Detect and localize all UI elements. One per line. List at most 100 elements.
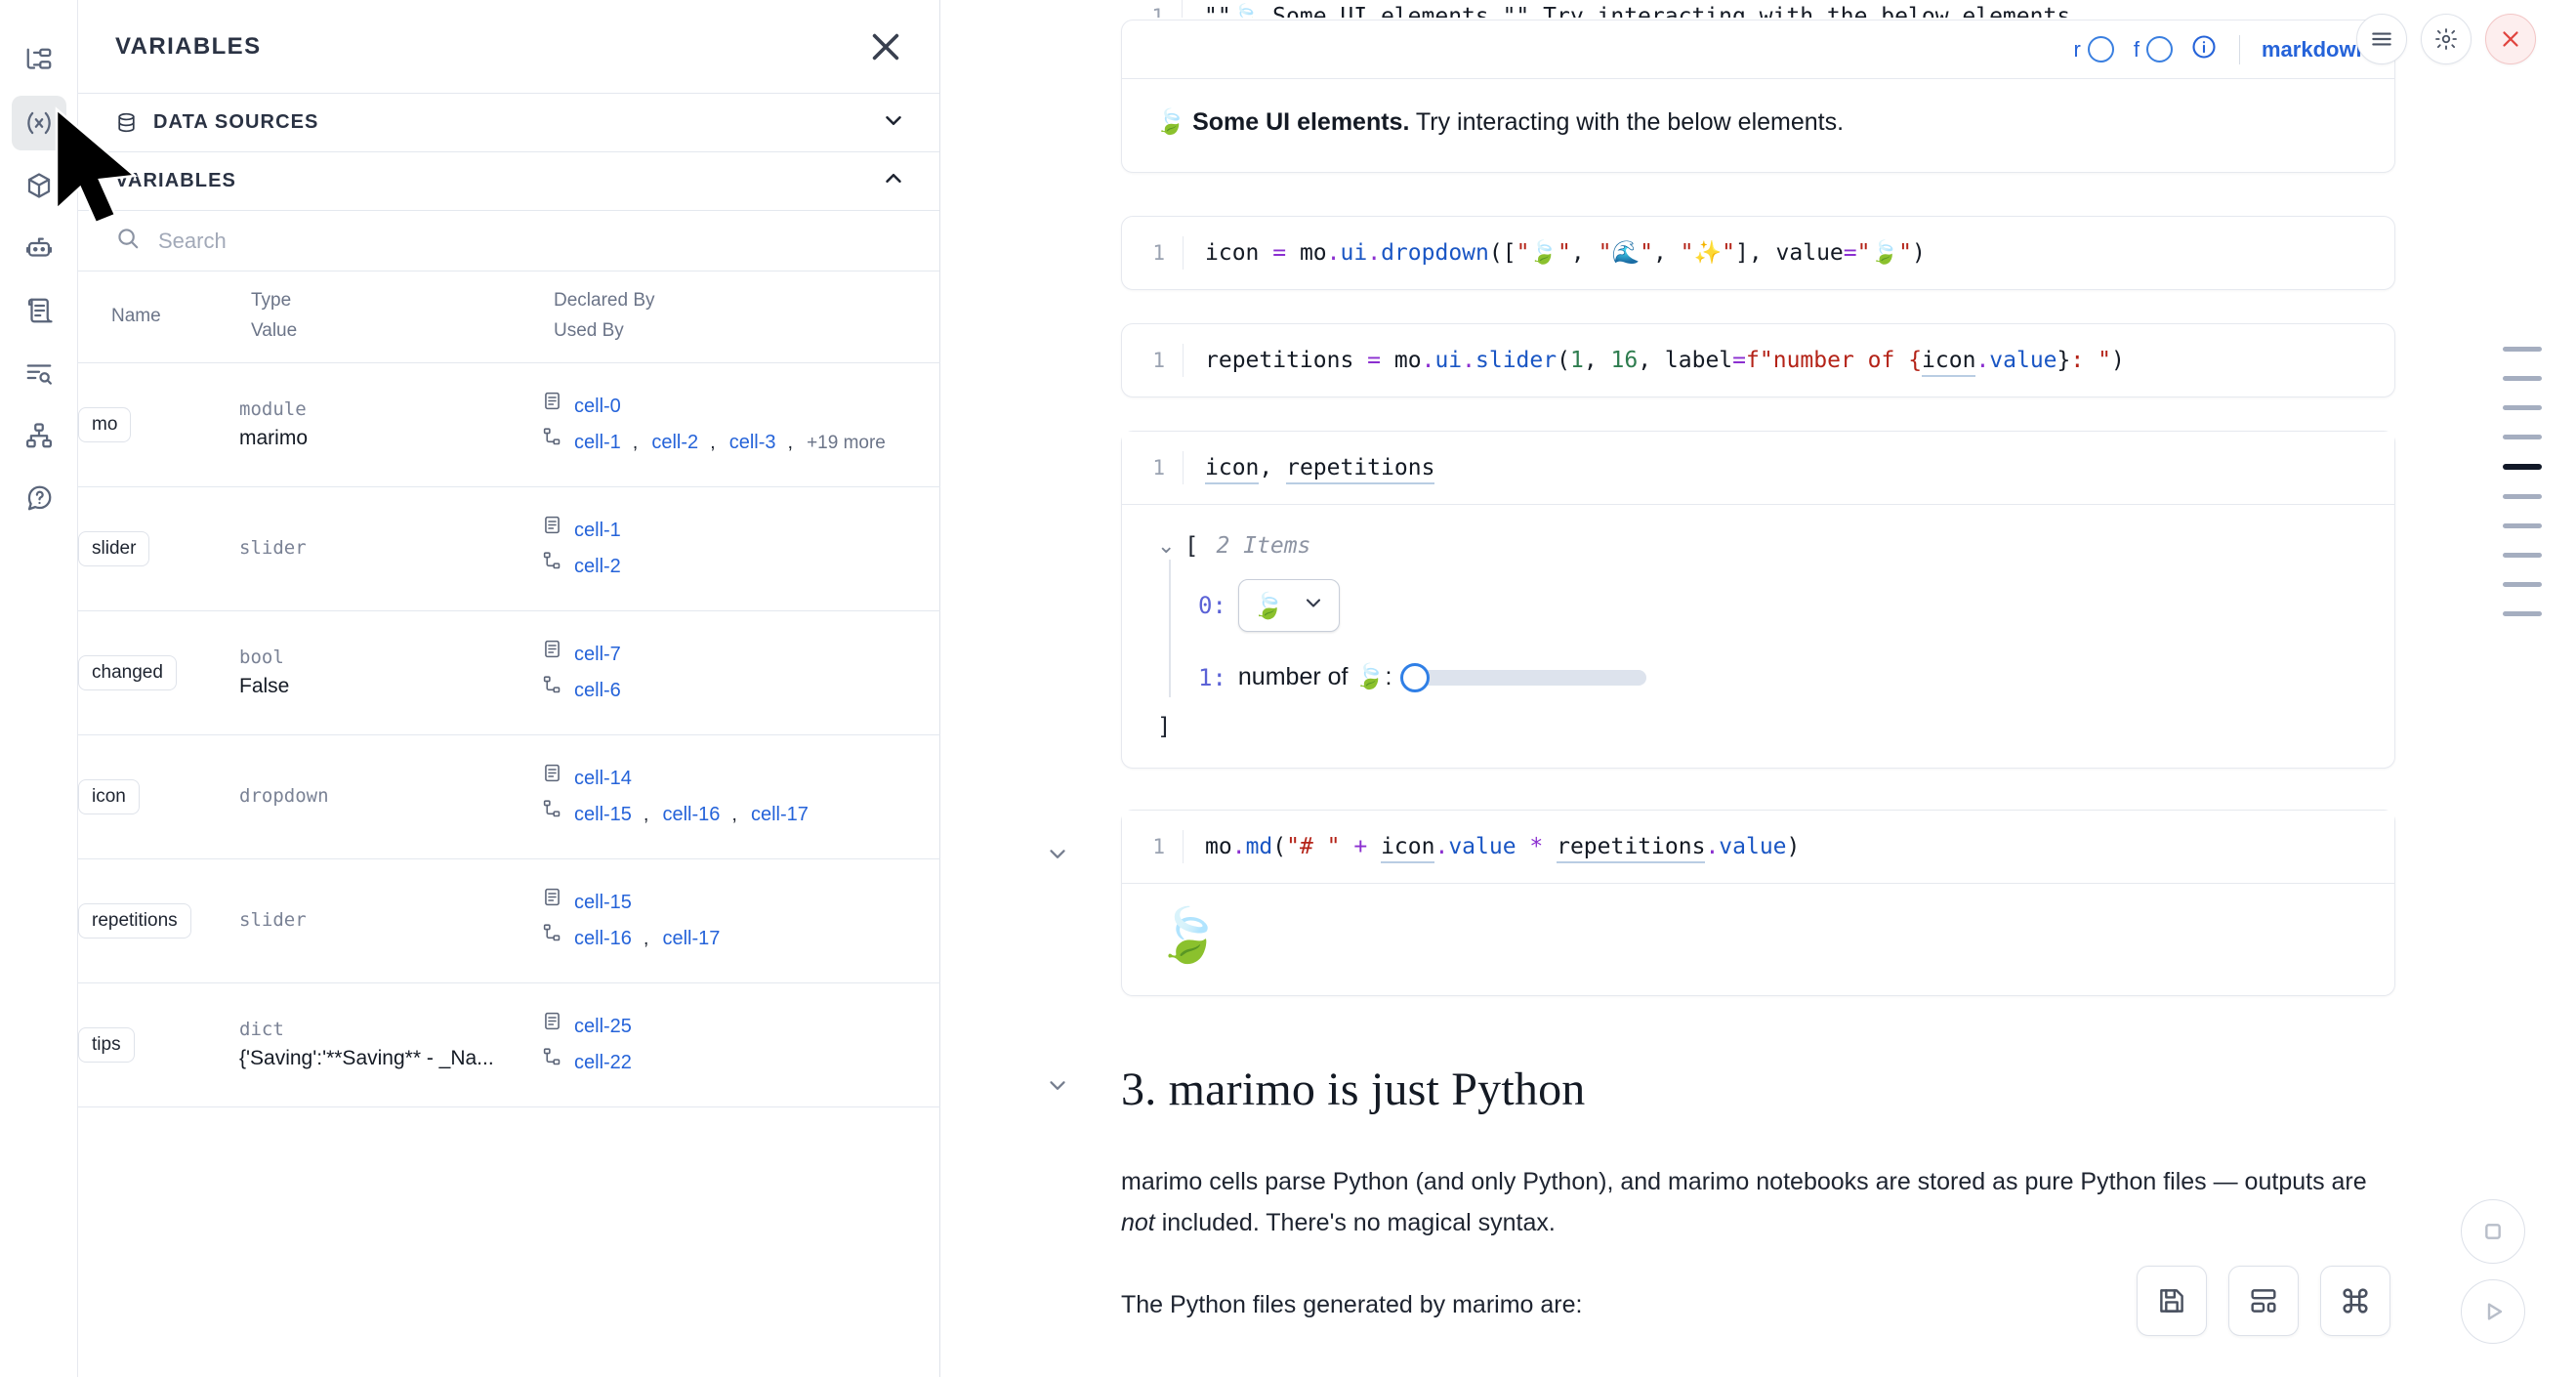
left-icon-rail — [0, 0, 78, 1377]
variable-name-cell: slider — [78, 486, 239, 611]
line-number: 1 — [1152, 456, 1165, 480]
cell-link[interactable]: cell-1 — [574, 519, 621, 541]
cell-link[interactable]: cell-25 — [574, 1015, 632, 1037]
freeze-toggle[interactable]: f — [2134, 36, 2173, 63]
layout-button[interactable] — [2228, 1266, 2299, 1336]
code-editor-slider[interactable]: repetitions = mo.ui.slider(1, 16, label=… — [1183, 344, 2394, 377]
gear-icon[interactable] — [2421, 14, 2472, 64]
close-icon[interactable] — [2485, 14, 2536, 64]
variable-name-cell: mo — [78, 362, 239, 487]
cell-link[interactable]: cell-7 — [574, 643, 621, 665]
cell-output-list: ⌄ [ 2 Items 0: 🍃 — [1122, 505, 2394, 768]
more-cells-label[interactable]: +19 more — [807, 432, 886, 453]
cell-link[interactable]: cell-3 — [728, 431, 776, 453]
section-variables[interactable]: VARIABLES — [78, 152, 939, 211]
save-button[interactable] — [2137, 1266, 2207, 1336]
help-icon[interactable] — [12, 471, 66, 525]
cell-link[interactable]: cell-15 — [574, 891, 632, 913]
minimap-bar[interactable] — [2503, 553, 2542, 558]
variable-name-chip[interactable]: mo — [78, 406, 132, 442]
variable-cells-cell: cell-1 cell-2 — [542, 486, 940, 611]
notebook-scroll[interactable]: 1 ""🍃 Some UI elements."" Try interactin… — [940, 0, 2576, 1377]
variables-icon[interactable] — [11, 96, 66, 150]
cell-language-button[interactable]: markdown — [2261, 36, 2369, 62]
package-cube-icon[interactable] — [12, 158, 66, 213]
minimap-bar[interactable] — [2503, 464, 2542, 470]
variable-name-chip[interactable]: icon — [78, 778, 140, 814]
minimap-bar[interactable] — [2503, 405, 2542, 410]
run-controls — [2461, 1199, 2525, 1344]
cell-link[interactable]: cell-1 — [574, 431, 621, 453]
run-button[interactable] — [2461, 1279, 2525, 1344]
variable-name-chip[interactable]: slider — [78, 530, 150, 566]
slider-track[interactable] — [1403, 669, 1646, 686]
cell-dependency-icon — [542, 675, 562, 706]
table-row[interactable]: slider slider cell-1 cell-2 — [78, 486, 940, 611]
minimap-bar[interactable] — [2503, 376, 2542, 381]
slider-knob[interactable] — [1399, 662, 1430, 692]
code-editor-md[interactable]: mo.md("# " + icon.value * repetitions.va… — [1183, 830, 2394, 863]
code-editor-dropdown[interactable]: icon = mo.ui.dropdown(["🍃", "🌊", "✨"], v… — [1183, 236, 2394, 270]
cell-link[interactable]: cell-2 — [574, 555, 621, 577]
variable-name-chip[interactable]: tips — [78, 1026, 135, 1063]
close-icon[interactable] — [865, 26, 906, 67]
minimap-bar[interactable] — [2503, 435, 2542, 439]
chevron-down-icon[interactable]: ⌄ — [1157, 533, 1176, 558]
cell-link[interactable]: cell-15 — [574, 803, 632, 825]
dropdown-select[interactable]: 🍃 — [1237, 579, 1340, 632]
minimap-bar[interactable] — [2503, 523, 2542, 528]
menu-icon[interactable] — [2356, 14, 2407, 64]
slider-control[interactable] — [1399, 662, 1646, 692]
cell-dependency-icon — [542, 923, 562, 954]
variable-name-cell: icon — [78, 734, 239, 859]
robot-icon[interactable] — [12, 221, 66, 275]
variable-type-value-cell: dict{'Saving':'**Saving** - _Na... — [239, 982, 542, 1107]
scratchpad-icon[interactable] — [12, 283, 66, 338]
cell-link[interactable]: cell-16 — [574, 927, 632, 949]
items-count-label: 2 Items — [1216, 533, 1311, 559]
cell-link[interactable]: cell-17 — [662, 927, 721, 949]
variable-type-value-cell: slider — [239, 858, 542, 983]
dependency-graph-icon[interactable] — [12, 408, 66, 463]
section-data-sources[interactable]: DATA SOURCES — [78, 94, 939, 152]
command-palette-button[interactable] — [2320, 1266, 2390, 1336]
minimap-bar[interactable] — [2503, 611, 2542, 616]
section-paragraph-2: The Python files generated by marimo are… — [1121, 1291, 1583, 1318]
cell-link[interactable]: cell-14 — [574, 767, 632, 789]
file-tree-icon[interactable] — [12, 33, 66, 88]
stop-button[interactable] — [2461, 1199, 2525, 1264]
cell-link[interactable]: cell-22 — [574, 1051, 632, 1073]
minimap-bar[interactable] — [2503, 494, 2542, 499]
cell-link[interactable]: cell-2 — [651, 431, 699, 453]
code-editor-display[interactable]: icon, repetitions — [1183, 451, 2394, 484]
cell-link[interactable]: cell-16 — [662, 803, 721, 825]
minimap-bar[interactable] — [2503, 582, 2542, 587]
notebook-main: 1 ""🍃 Some UI elements."" Try interactin… — [940, 0, 2576, 1377]
paragraph-emphasis: not — [1121, 1209, 1155, 1236]
chevron-down-icon[interactable] — [1043, 839, 1072, 868]
chevron-up-icon[interactable] — [881, 166, 906, 196]
markdown-cell-top: 1 ""🍃 Some UI elements."" Try interactin… — [1121, 0, 2536, 173]
col-used-by-label: Used By — [554, 320, 624, 342]
minimap-bar[interactable] — [2503, 347, 2542, 352]
minimap[interactable] — [2494, 347, 2551, 616]
cell-link[interactable]: cell-0 — [574, 395, 621, 417]
variable-name-chip[interactable]: repetitions — [78, 902, 191, 939]
variable-type-value-cell: slider — [239, 486, 542, 611]
markdown-source-partial[interactable]: ""🍃 Some UI elements."" Try interacting … — [1182, 0, 2084, 18]
search-input[interactable] — [158, 228, 906, 254]
reactive-toggle[interactable]: r — [2074, 36, 2114, 63]
info-icon[interactable] — [2190, 33, 2218, 65]
chevron-down-icon[interactable] — [881, 107, 906, 138]
chevron-down-icon[interactable] — [1043, 1070, 1072, 1100]
cell-link[interactable]: cell-17 — [750, 803, 809, 825]
cell-link[interactable]: cell-6 — [574, 679, 621, 701]
variable-name-chip[interactable]: changed — [78, 654, 177, 690]
logs-search-icon[interactable] — [12, 346, 66, 400]
